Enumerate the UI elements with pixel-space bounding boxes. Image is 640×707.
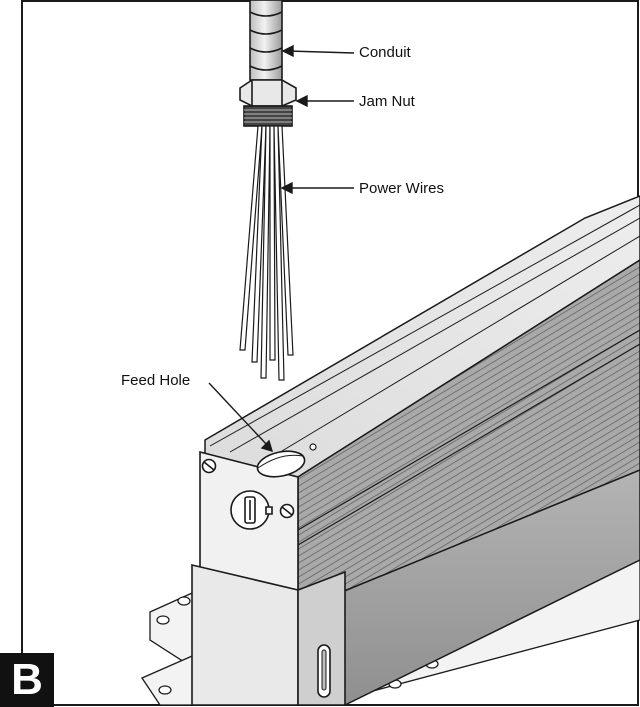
- fixture-housing: [204, 195, 640, 706]
- end-cap: [191, 450, 346, 706]
- panel-letter-badge: B: [0, 653, 54, 707]
- feed-hole-label: Feed Hole: [121, 372, 191, 389]
- jam-nut: [239, 79, 297, 127]
- conduit: [249, 0, 283, 81]
- conduit-label: Conduit: [359, 44, 411, 61]
- power-wires-label: Power Wires: [359, 180, 445, 197]
- junction-box: [191, 563, 299, 706]
- jam-nut-label: Jam Nut: [359, 93, 415, 110]
- power-wires: [239, 125, 294, 381]
- conduit-leader: [287, 50, 355, 54]
- feed-hole-leader: [208, 382, 269, 447]
- feed-hole: [256, 443, 317, 478]
- callout-leaders: [208, 44, 355, 453]
